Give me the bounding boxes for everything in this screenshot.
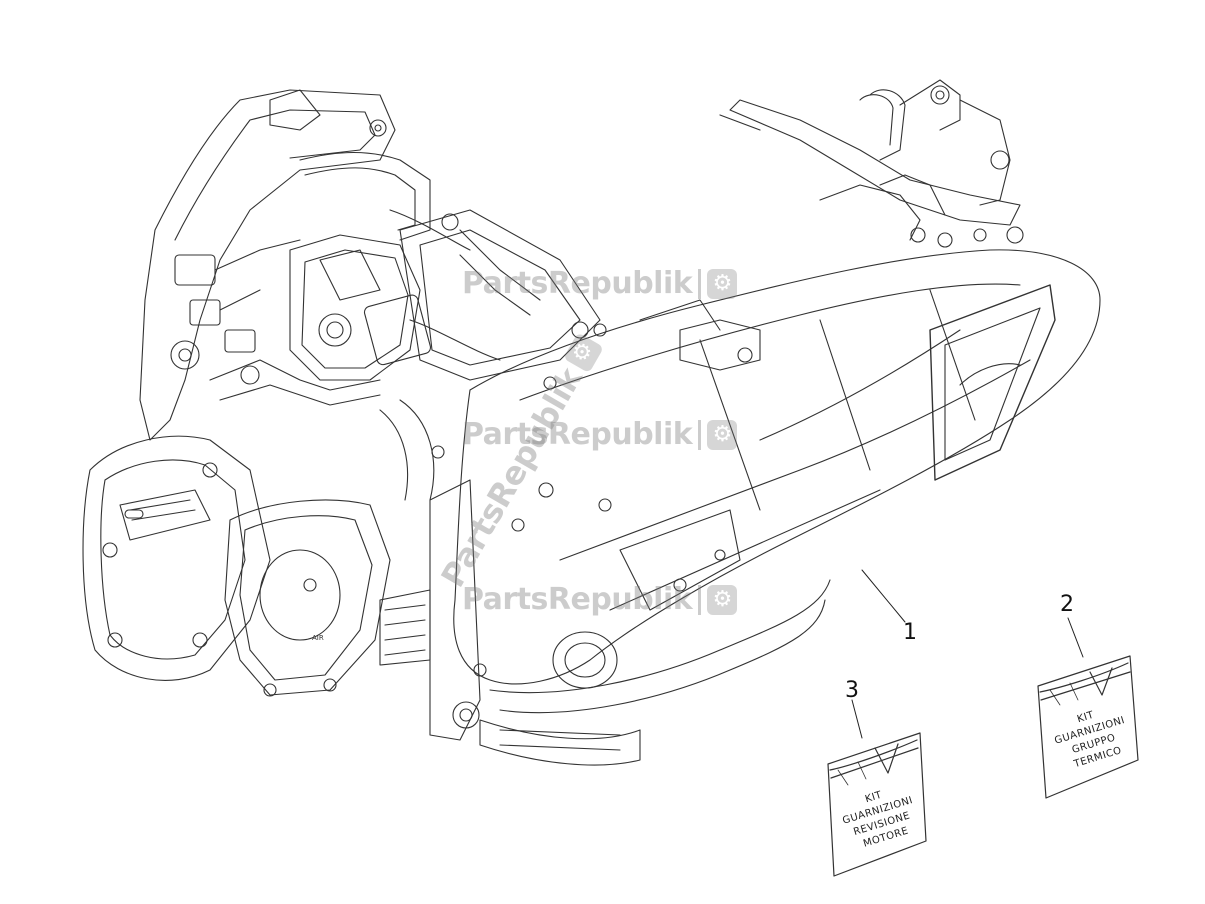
cvt-cover: [453, 249, 1101, 714]
cylinder-block: [399, 209, 607, 381]
callout-1: 1: [903, 620, 917, 645]
callout-3: 3: [845, 678, 859, 703]
watermark-top: PartsRepublik ⚙: [462, 266, 738, 301]
bolts: [431, 376, 726, 677]
gasket-kit-bag-3: [827, 732, 927, 877]
leader-lines: [851, 569, 1084, 739]
cylinder-head: [82, 435, 271, 681]
watermark-divider: [698, 584, 702, 615]
throttle-body: [289, 234, 501, 501]
gear-icon: ⚙: [707, 419, 738, 450]
watermark-divider: [698, 268, 702, 299]
crankcase: [379, 479, 641, 766]
watermark-middle: PartsRepublik ⚙: [462, 417, 738, 452]
watermark-text: PartsRepublik: [462, 266, 693, 301]
head-cover-right: AIR: [224, 499, 391, 697]
gasket-kit-bag-2: [1037, 655, 1139, 799]
engine-mount-arm: [639, 79, 1024, 371]
watermark-divider: [698, 419, 702, 450]
gear-icon: ⚙: [707, 268, 738, 299]
watermark-text: PartsRepublik: [462, 417, 693, 452]
callout-2: 2: [1060, 592, 1074, 617]
upper-frame: [139, 89, 471, 441]
svg-text:AIR: AIR: [312, 634, 324, 642]
watermark-bottom: PartsRepublik ⚙: [462, 582, 738, 617]
watermark-text: PartsRepublik: [462, 582, 693, 617]
gear-icon: ⚙: [707, 584, 738, 615]
